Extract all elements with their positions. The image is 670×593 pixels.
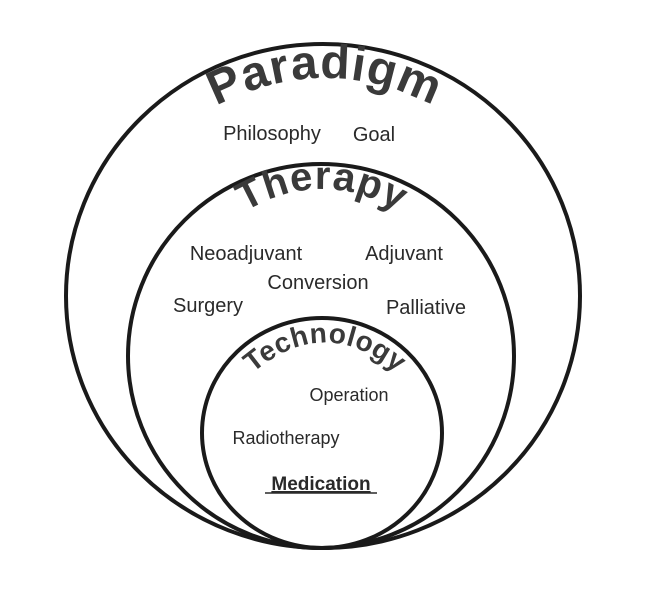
technology-title: Technology <box>237 317 412 377</box>
label-operation: Operation <box>309 385 388 405</box>
label-radiotherapy: Radiotherapy <box>232 428 339 448</box>
label-adjuvant: Adjuvant <box>365 243 443 265</box>
technology-circle <box>200 316 444 550</box>
label-conversion: Conversion <box>267 272 368 294</box>
label-neoadjuvant: Neoadjuvant <box>190 243 303 265</box>
label-philosophy: Philosophy <box>223 123 321 145</box>
label-medication: Medication <box>271 474 370 495</box>
label-palliative: Palliative <box>386 297 466 319</box>
label-surgery: Surgery <box>173 295 243 317</box>
paradigm-title: Paradigm <box>199 36 450 116</box>
label-goal: Goal <box>353 124 395 146</box>
therapy-title: Therapy <box>229 154 415 220</box>
